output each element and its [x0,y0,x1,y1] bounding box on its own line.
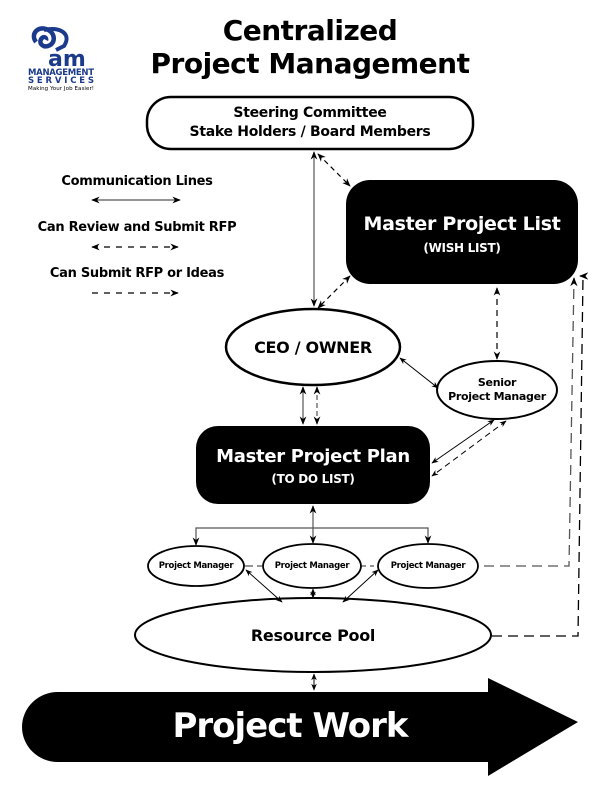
project-manager-label-2: Project Manager [274,561,350,571]
page-title: Centralized Project Management [130,14,490,80]
edge-seniorpm-masterplan-dashed [431,420,507,477]
logo-tagline: Making Your Job Easier! [28,86,94,92]
ceo-owner-node [224,307,402,387]
master-project-plan-label: Master Project Plan (TO DO LIST) [196,436,430,496]
project-work-arrow [22,678,578,776]
edge-pm3-masterlist [484,277,578,567]
edge-pm3-resourcepool [342,569,379,603]
senior-project-manager-node [436,360,558,420]
ram-horn-icon: am MANAGEMENT SERVICES Making Your Job E… [28,26,94,92]
edge-ceo-seniorpm [399,357,439,389]
project-manager-label-1: Project Manager [158,561,234,571]
logo-line1: MANAGEMENT [28,68,94,78]
ram-logo: am MANAGEMENT SERVICES Making Your Job E… [26,24,106,94]
logo-line2: SERVICES [28,76,94,86]
steering-line2: Stake Holders / Board Members [189,124,431,140]
edge-steering-masterlist [317,153,351,187]
senior-pm-label: Senior Project Manager [437,374,557,406]
ceo-owner-label: CEO / OWNER [254,337,372,357]
master-project-list-label: Master Project List (WISH LIST) [346,196,578,272]
steering-committee-label: Steering Committee Stake Holders / Board… [147,99,473,147]
edge-resourcepool-masterlist [492,272,589,637]
senior-pm-line2: Project Manager [448,390,546,403]
senior-pm-line1: Senior [477,376,517,389]
resource-pool-label: Resource Pool [250,625,376,645]
master-plan-title: Master Project Plan [216,446,410,467]
edge-masterplan-pm1-pm3 [192,527,432,546]
project-manager-node-1 [147,545,245,587]
project-work-label: Project Work [172,706,408,746]
master-project-list-node [346,180,578,284]
title-line1: Centralized [222,14,398,47]
logo-brand: am [48,47,86,72]
steering-line1: Steering Committee [233,105,387,121]
project-manager-label-3: Project Manager [390,561,466,571]
title-line2: Project Management [150,47,471,80]
edge-seniorpm-masterplan-solid [431,419,495,464]
edge-pm1-resourcepool [245,569,283,603]
edge-masterlist-ceo [317,275,351,309]
legend-label-communication: Communication Lines [61,174,213,189]
steering-committee-node [145,95,475,151]
legend-label-submit-ideas: Can Submit RFP or Ideas [49,266,225,281]
master-project-plan-node [196,426,430,504]
master-plan-subtitle: (TO DO LIST) [271,472,355,486]
master-list-title: Master Project List [363,213,561,235]
legend-label-review-submit: Can Review and Submit RFP [37,220,237,235]
master-list-subtitle: (WISH LIST) [423,241,501,255]
